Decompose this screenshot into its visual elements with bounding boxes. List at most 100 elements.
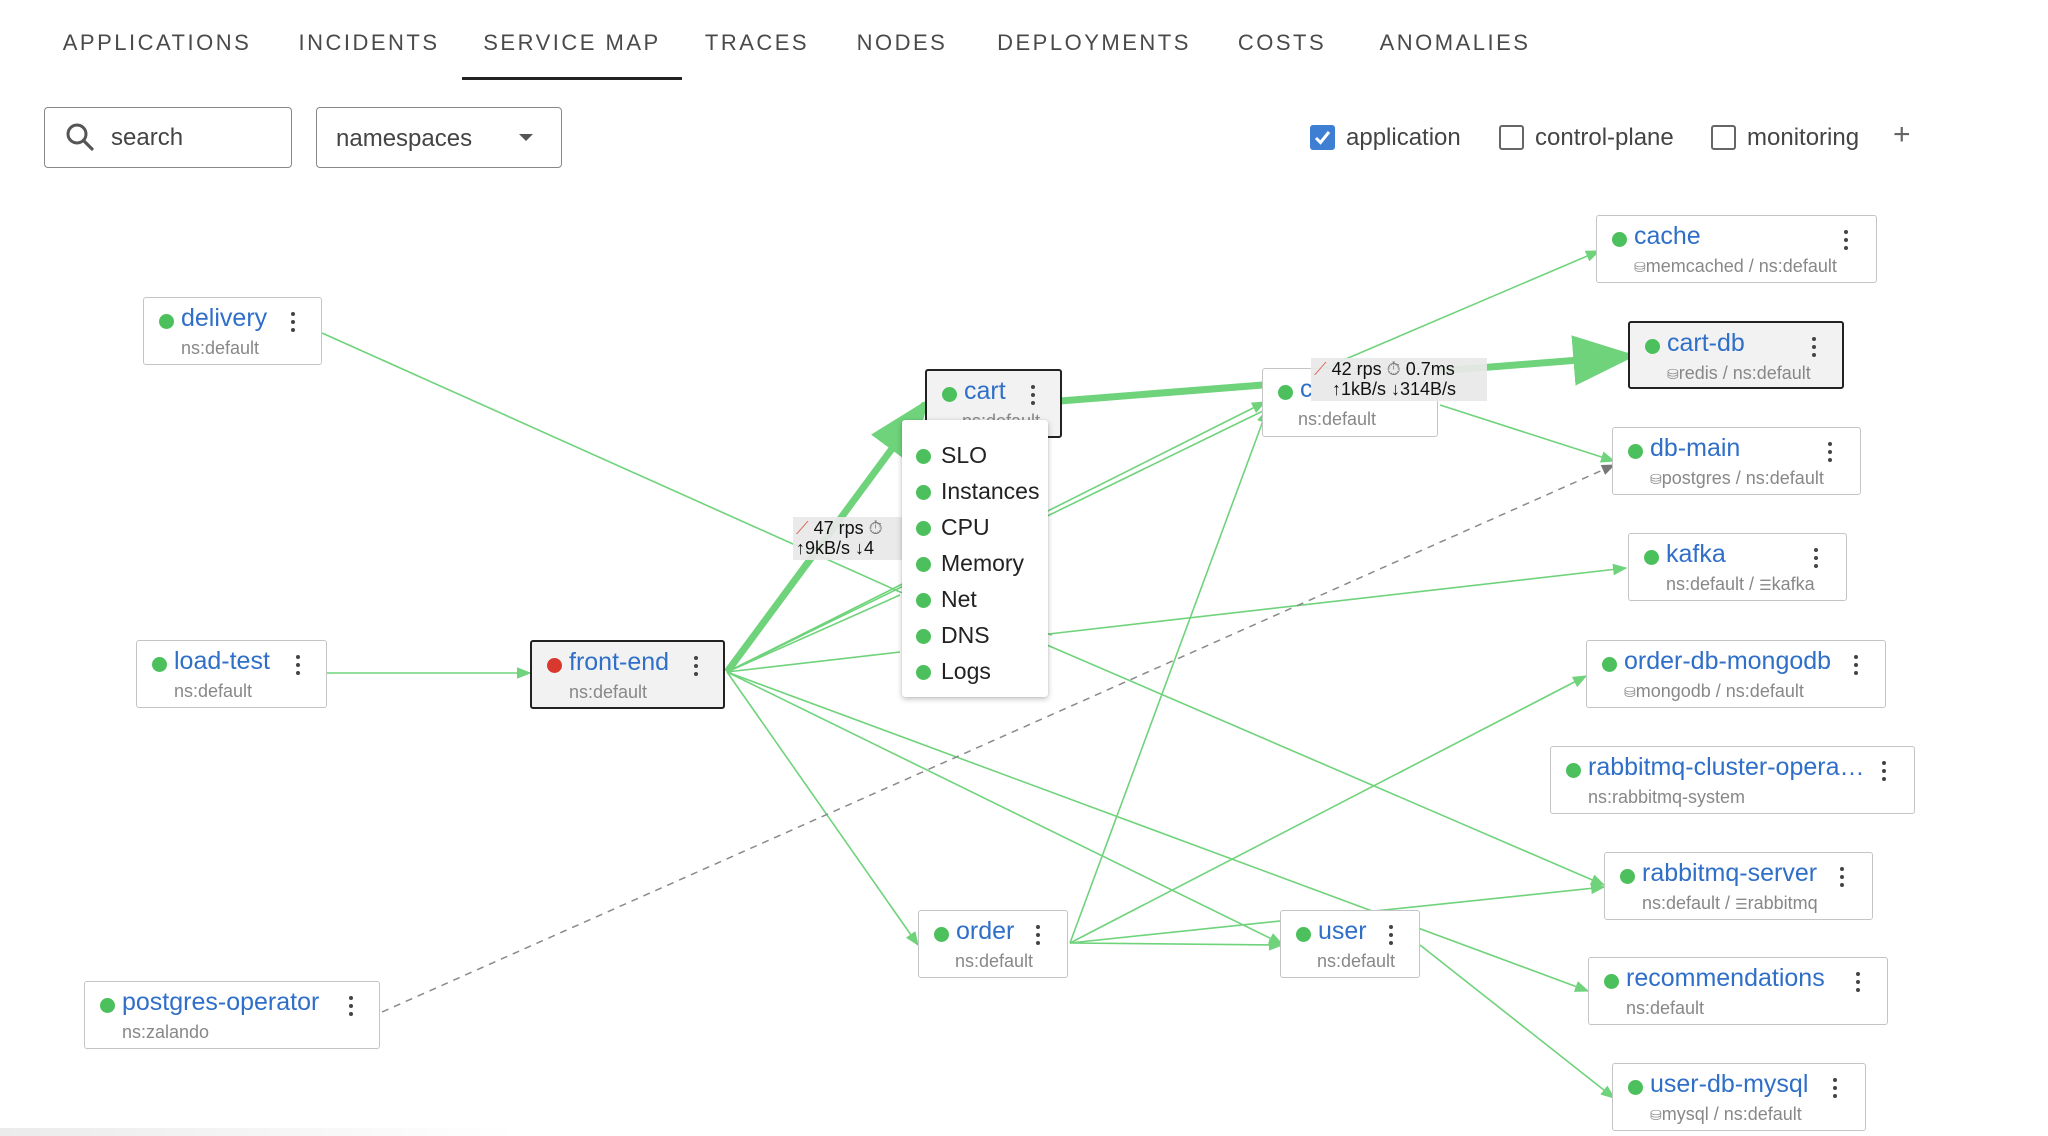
more-vert-icon[interactable] — [294, 655, 302, 679]
search-field[interactable] — [44, 107, 292, 168]
edge-order-user — [1069, 939, 1284, 951]
filter-control-plane[interactable]: control-plane — [1499, 122, 1689, 156]
queue-icon: ☰ — [1759, 577, 1772, 593]
node-cache[interactable]: cache ⛁memcached / ns:default — [1596, 215, 1877, 283]
node-order[interactable]: order ns:default — [918, 910, 1068, 978]
checkbox-empty-icon[interactable] — [1499, 125, 1524, 150]
status-error-dot — [547, 658, 562, 673]
more-vert-icon[interactable] — [1810, 337, 1818, 361]
status-ok-dot — [916, 665, 931, 680]
node-name: order — [956, 917, 1015, 945]
status-ok-dot — [1278, 385, 1293, 400]
node-rabbitmq-server[interactable]: rabbitmq-server ns:default / ☰rabbitmq — [1604, 852, 1873, 920]
node-user-db-mysql[interactable]: user-db-mysql ⛁mysql / ns:default — [1612, 1063, 1866, 1131]
tab-applications[interactable]: APPLICATIONS — [62, 30, 252, 55]
queue-icon: ☰ — [1735, 896, 1748, 912]
more-vert-icon[interactable] — [692, 656, 700, 680]
node-recommendations[interactable]: recommendations ns:default — [1588, 957, 1888, 1025]
status-ok-dot — [916, 557, 931, 572]
node-user[interactable]: user ns:default — [1280, 910, 1420, 978]
search-input[interactable] — [109, 122, 283, 154]
node-name: delivery — [181, 304, 268, 332]
timer-icon: ⏱ — [1386, 359, 1401, 379]
node-db-main[interactable]: db-main ⛁postgres / ns:default — [1612, 427, 1861, 495]
tab-traces[interactable]: TRACES — [704, 30, 810, 55]
tab-incidents[interactable]: INCIDENTS — [298, 30, 440, 55]
filter-monitoring[interactable]: monitoring — [1711, 122, 1876, 156]
node-front-end[interactable]: front-end ns:default — [530, 640, 725, 709]
node-name: order-db-mongodb — [1624, 647, 1832, 675]
more-vert-icon[interactable] — [1387, 925, 1395, 949]
namespaces-label: namespaces — [336, 125, 473, 152]
tab-service-map[interactable]: SERVICE MAP — [462, 30, 682, 80]
tab-anomalies[interactable]: ANOMALIES — [1379, 30, 1531, 55]
menu-item-cpu[interactable]: CPU — [916, 510, 1046, 544]
node-namespace: ns:default — [174, 681, 253, 701]
node-subtitle: ns:default / ☰kafka — [1666, 574, 1815, 594]
namespaces-select[interactable]: namespaces — [316, 107, 562, 168]
scroll-shadow — [0, 1128, 520, 1136]
edge-catalogue-cache — [1319, 250, 1601, 371]
status-ok-dot — [916, 593, 931, 608]
node-namespace: ns:zalando — [122, 1022, 210, 1042]
node-name: rabbitmq-cluster-opera… — [1588, 753, 1865, 781]
top-tabs: APPLICATIONS INCIDENTS SERVICE MAP TRACE… — [0, 0, 2048, 82]
node-order-db-mongodb[interactable]: order-db-mongodb ⛁mongodb / ns:default — [1586, 640, 1886, 708]
edge-catalogue-dbmain — [1439, 404, 1616, 463]
node-namespace: ns:default — [181, 338, 260, 358]
node-name: kafka — [1666, 540, 1726, 568]
checkbox-empty-icon[interactable] — [1711, 125, 1736, 150]
tab-costs[interactable]: COSTS — [1237, 30, 1327, 55]
menu-item-memory[interactable]: Memory — [916, 546, 1046, 580]
edge-user-userdb — [1419, 944, 1616, 1099]
node-delivery[interactable]: delivery ns:default — [143, 297, 322, 365]
status-ok-dot — [152, 657, 167, 672]
status-ok-dot — [1612, 232, 1627, 247]
tab-deployments[interactable]: DEPLOYMENTS — [997, 30, 1191, 55]
node-name: user — [1318, 917, 1367, 945]
edge-frontend-order — [726, 671, 919, 947]
node-cart-db[interactable]: cart-db ⛁redis / ns:default — [1628, 321, 1844, 389]
more-vert-icon[interactable] — [1854, 972, 1862, 996]
node-name: db-main — [1650, 434, 1741, 462]
node-name: front-end — [569, 648, 670, 676]
filter-application[interactable]: application — [1310, 122, 1480, 156]
more-vert-icon[interactable] — [289, 312, 297, 336]
more-vert-icon[interactable] — [1831, 1078, 1839, 1102]
more-vert-icon[interactable] — [347, 996, 355, 1020]
node-subtitle: ⛁mysql / ns:default — [1650, 1104, 1802, 1124]
edge-postgresoperator-dbmain — [381, 464, 1616, 1013]
menu-item-logs[interactable]: Logs — [916, 654, 1046, 688]
menu-item-dns[interactable]: DNS — [916, 618, 1046, 652]
more-vert-icon[interactable] — [1838, 867, 1846, 891]
database-icon: ⛁ — [1624, 684, 1636, 700]
menu-item-instances[interactable]: Instances — [916, 474, 1046, 508]
more-vert-icon[interactable] — [1826, 442, 1834, 466]
more-vert-icon[interactable] — [1034, 925, 1042, 949]
more-vert-icon[interactable] — [1842, 230, 1850, 254]
tab-nodes[interactable]: NODES — [856, 30, 948, 55]
node-load-test[interactable]: load-test ns:default — [136, 640, 327, 708]
chart-line-icon: ⟋ — [796, 518, 809, 538]
edge-to-rabbitmq — [1039, 641, 1606, 886]
more-vert-icon[interactable] — [1852, 655, 1860, 679]
menu-item-net[interactable]: Net — [916, 582, 1046, 616]
node-name: cache — [1634, 222, 1701, 250]
add-filter-button[interactable]: + — [1893, 118, 1911, 151]
node-subtitle: ⛁memcached / ns:default — [1634, 256, 1837, 276]
node-kafka[interactable]: kafka ns:default / ☰kafka — [1628, 533, 1847, 601]
filter-application-label: application — [1346, 124, 1461, 151]
checkbox-checked-icon[interactable] — [1310, 125, 1335, 150]
more-vert-icon[interactable] — [1812, 548, 1820, 572]
node-postgres-operator[interactable]: postgres-operator ns:zalando — [84, 981, 380, 1049]
status-ok-dot — [159, 314, 174, 329]
status-ok-dot — [1645, 339, 1660, 354]
node-name: recommendations — [1626, 964, 1825, 992]
more-vert-icon[interactable] — [1880, 761, 1888, 785]
menu-item-slo[interactable]: SLO — [916, 438, 1046, 472]
node-rabbitmq-cluster-operator[interactable]: rabbitmq-cluster-opera… ns:rabbitmq-syst… — [1550, 746, 1915, 814]
node-namespace: ns:default — [569, 682, 648, 702]
more-vert-icon[interactable] — [1029, 385, 1037, 409]
edge-order-catalogue — [1069, 408, 1268, 944]
chevron-down-icon — [519, 134, 533, 141]
